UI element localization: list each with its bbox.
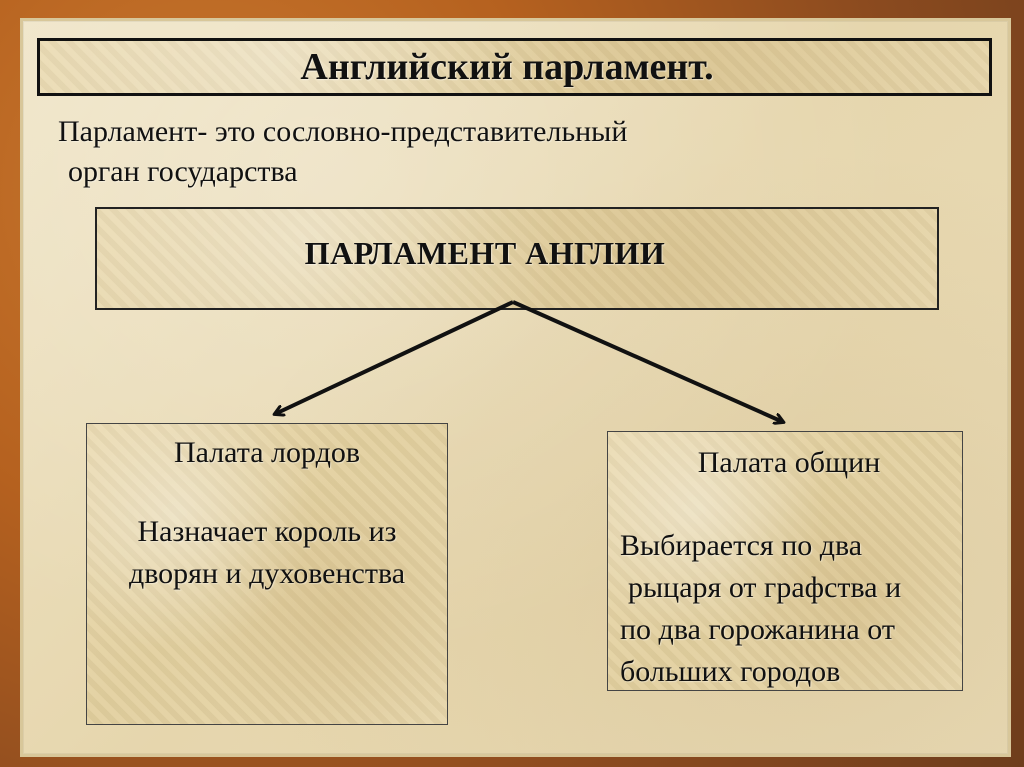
slide-title: Английский парламент. bbox=[300, 46, 714, 88]
commons-desc-line-3: по два горожанина от bbox=[620, 613, 895, 646]
parliament-label: ПАРЛАМЕНТ АНГЛИИ bbox=[304, 235, 666, 271]
commons-desc-line-2: рыцаря от графства и bbox=[628, 571, 902, 604]
house-of-commons-title: Палата общин bbox=[697, 446, 881, 479]
definition-line-1: Парламент- это сословно-представительный bbox=[58, 115, 628, 148]
definition-line-2: орган государства bbox=[68, 155, 298, 188]
commons-desc-line-4: больших городов bbox=[620, 655, 841, 688]
definition-text: Парламент- это сословно-представительный… bbox=[58, 112, 778, 192]
house-of-lords-box: Палата лордов Назначает король из дворян… bbox=[86, 423, 448, 725]
house-of-commons-box: Палата общин Выбирается по два рыцаря от… bbox=[607, 431, 963, 691]
commons-desc-line-1: Выбирается по два bbox=[620, 529, 863, 562]
house-of-lords-description: Назначает король из дворян и духовенства bbox=[128, 515, 406, 590]
parliament-box: ПАРЛАМЕНТ АНГЛИИ bbox=[95, 207, 939, 310]
house-of-commons-description: Выбирается по два рыцаря от графства и п… bbox=[608, 525, 962, 693]
title-bar: Английский парламент. bbox=[37, 38, 992, 96]
house-of-lords-title: Палата лордов bbox=[173, 436, 361, 469]
